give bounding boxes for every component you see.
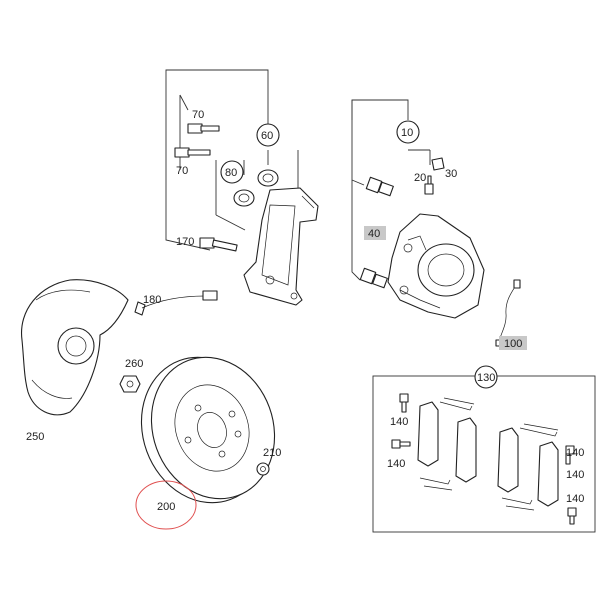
label-70-lower: 70 [176, 165, 188, 177]
label-130: 130 [477, 372, 495, 384]
label-260: 260 [125, 358, 143, 370]
caliper-group [351, 99, 485, 319]
bolt-140-a [399, 393, 409, 413]
callout-80 [220, 160, 244, 184]
guide-pin-lower [359, 267, 388, 289]
highlight-circle-200 [135, 480, 197, 530]
label-140-e: 140 [566, 493, 584, 505]
guide-pin-upper [365, 176, 394, 197]
bolt-70-upper [187, 123, 220, 134]
callout-60 [256, 123, 280, 147]
pad-left-inner [455, 417, 477, 483]
pad-right-outer [497, 427, 519, 493]
label-210: 210 [263, 447, 281, 459]
bolt-260 [119, 375, 141, 393]
bleed-cap [431, 157, 445, 171]
label-140-d: 140 [566, 469, 584, 481]
bleed-screw [424, 175, 434, 195]
caliper-carrier [243, 187, 319, 306]
label-170: 170 [176, 236, 194, 248]
label-30: 30 [445, 168, 457, 180]
label-40: 40 [368, 228, 380, 240]
bolt-170 [199, 237, 238, 252]
caliper-body [387, 213, 485, 319]
bushing-60 [257, 169, 279, 187]
tag-100 [499, 336, 527, 350]
label-250: 250 [26, 431, 44, 443]
pad-left-outer [417, 401, 439, 467]
label-80: 80 [225, 167, 237, 179]
callout-10 [396, 120, 420, 144]
pad-right-inner [537, 441, 559, 507]
callout-130 [474, 365, 498, 389]
splash-shield [21, 279, 129, 416]
tag-40 [364, 226, 386, 240]
bolt-70-lower [174, 147, 211, 158]
label-200: 200 [157, 501, 175, 513]
pad-kit-box [372, 375, 596, 533]
label-140-a: 140 [390, 416, 408, 428]
label-140-b: 140 [387, 458, 405, 470]
label-180: 180 [143, 294, 161, 306]
bolt-140-c [565, 445, 575, 465]
carrier-group [165, 69, 319, 306]
brake-disc [140, 356, 276, 504]
bolt-140-d [567, 507, 577, 525]
label-70-upper: 70 [192, 109, 204, 121]
screw-210 [256, 462, 270, 476]
label-20: 20 [414, 172, 426, 184]
label-140-c: 140 [566, 447, 584, 459]
bolt-140-b [391, 439, 411, 449]
bushing-80 [233, 189, 255, 207]
label-10: 10 [401, 127, 413, 139]
label-100: 100 [504, 338, 522, 350]
label-60: 60 [261, 130, 273, 142]
wear-sensor-180 [134, 290, 218, 316]
